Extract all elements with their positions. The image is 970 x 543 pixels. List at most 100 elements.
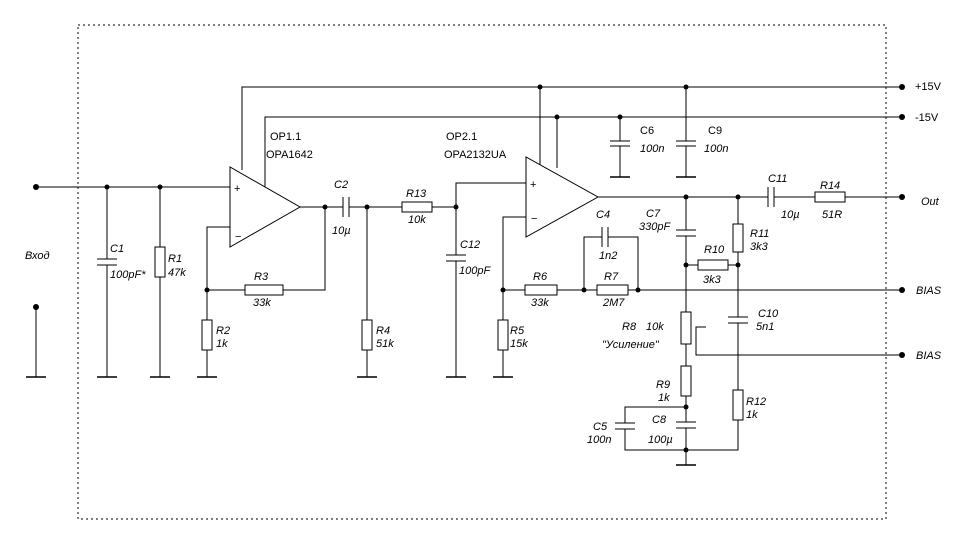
- r6-value: 33k: [531, 297, 549, 309]
- terminal-pos: [899, 84, 905, 90]
- op1-name: OP1.1: [270, 131, 301, 143]
- resistor-r12: [686, 389, 744, 451]
- r8-ref: R8: [622, 321, 637, 333]
- capacitor-c11: [767, 187, 815, 207]
- r1-ref: R1: [168, 253, 182, 265]
- r7-ref: R7: [604, 271, 619, 283]
- label-input: Вход: [25, 250, 50, 262]
- resistor-r13: [401, 201, 459, 213]
- label-out: Out: [921, 196, 940, 208]
- resistor-r6: [524, 284, 558, 296]
- resistor-r7: [596, 284, 629, 296]
- svg-text:+: +: [530, 179, 536, 191]
- c9-ref: C9: [708, 125, 722, 137]
- c5-ref: C5: [593, 421, 608, 433]
- r1-value: 47k: [168, 267, 186, 279]
- resistor-r11: [732, 197, 744, 317]
- capacitor-c12: [446, 207, 466, 378]
- label-bias-2: BIAS: [916, 350, 942, 362]
- resistor-r4: [357, 207, 377, 378]
- c2-ref: C2: [334, 179, 348, 191]
- r8-value: 10k: [646, 321, 664, 333]
- board-outline: [77, 24, 887, 520]
- r14-ref: R14: [820, 180, 840, 192]
- r13-value: 10k: [408, 214, 426, 226]
- c10-ref: C10: [758, 308, 779, 320]
- r11-ref: R11: [750, 228, 769, 240]
- c2-value: 10µ: [332, 225, 351, 237]
- c1-value: 100pF*: [110, 269, 146, 281]
- resistor-r14: [814, 191, 902, 203]
- r9-value: 1k: [658, 392, 670, 404]
- resistor-r9: [680, 365, 692, 422]
- op1-part: OPA1642: [266, 149, 313, 161]
- label-pos-15v: +15V: [915, 81, 942, 93]
- opamp-op2: + −: [455, 156, 902, 293]
- r10-value: 3k3: [703, 274, 722, 286]
- capacitor-c8: [676, 421, 696, 466]
- r9-ref: R9: [656, 379, 670, 391]
- capacitor-c5: [615, 406, 686, 451]
- op2-part: OPA2132UA: [444, 149, 507, 161]
- svg-text:+: +: [234, 183, 240, 195]
- capacitor-c6: [610, 117, 630, 178]
- c4-ref: C4: [596, 209, 610, 221]
- input-terminals: [26, 184, 230, 378]
- terminal-neg: [899, 114, 905, 120]
- c8-value: 100µ: [648, 434, 673, 446]
- r2-value: 1k: [216, 338, 228, 350]
- r4-ref: R4: [376, 325, 390, 337]
- svg-text:−: −: [531, 213, 537, 225]
- c6-ref: C6: [640, 125, 654, 137]
- resistor-r1: [150, 187, 170, 378]
- label-neg-15v: -15V: [915, 112, 939, 124]
- resistor-r2: [197, 290, 217, 378]
- resistor-r5: [493, 290, 513, 378]
- c5-value: 100n: [587, 434, 611, 446]
- capacitor-c10: [728, 316, 748, 390]
- terminal-bias-1: [899, 287, 905, 293]
- c4-value: 1n2: [599, 250, 617, 262]
- r5-ref: R5: [510, 325, 525, 337]
- r12-value: 1k: [746, 409, 758, 421]
- opamp-op1: + −: [204, 166, 328, 293]
- c1-ref: C1: [110, 243, 124, 255]
- capacitor-c7: [676, 197, 696, 312]
- c9-value: 100n: [704, 143, 728, 155]
- r3-ref: R3: [254, 271, 269, 283]
- r14-value: 51R: [822, 209, 842, 221]
- r8-note: "Усиление": [602, 339, 660, 351]
- c12-value: 100pF: [459, 265, 491, 277]
- svg-text:−: −: [235, 231, 241, 243]
- r2-ref: R2: [216, 325, 230, 337]
- capacitor-c4: [583, 227, 639, 290]
- c7-value: 330pF: [639, 221, 671, 233]
- r10-ref: R10: [704, 244, 725, 256]
- c8-ref: C8: [652, 414, 667, 426]
- op2-name: OP2.1: [446, 131, 477, 143]
- label-bias-1: BIAS: [916, 285, 942, 297]
- capacitor-c9: [676, 87, 696, 178]
- resistor-r3: [244, 284, 284, 296]
- r11-value: 3k3: [750, 241, 769, 253]
- r12-ref: R12: [746, 396, 766, 408]
- potentiometer-r8: [680, 311, 902, 366]
- r5-value: 15k: [510, 338, 528, 350]
- c11-ref: C11: [768, 173, 787, 185]
- capacitor-c1: [97, 187, 117, 378]
- r4-value: 51k: [376, 338, 394, 350]
- resistor-r10: [686, 259, 741, 271]
- power-rails: [241, 84, 905, 205]
- c6-value: 100n: [640, 143, 664, 155]
- r13-ref: R13: [406, 188, 427, 200]
- c12-ref: C12: [460, 239, 480, 251]
- r6-ref: R6: [533, 271, 548, 283]
- terminal-out: [899, 194, 905, 200]
- r7-value: 2M7: [602, 297, 625, 309]
- c7-ref: C7: [646, 208, 661, 220]
- capacitor-c2: [325, 197, 402, 217]
- c10-value: 5n1: [756, 321, 774, 333]
- c11-value: 10µ: [781, 209, 800, 221]
- r3-value: 33k: [253, 297, 271, 309]
